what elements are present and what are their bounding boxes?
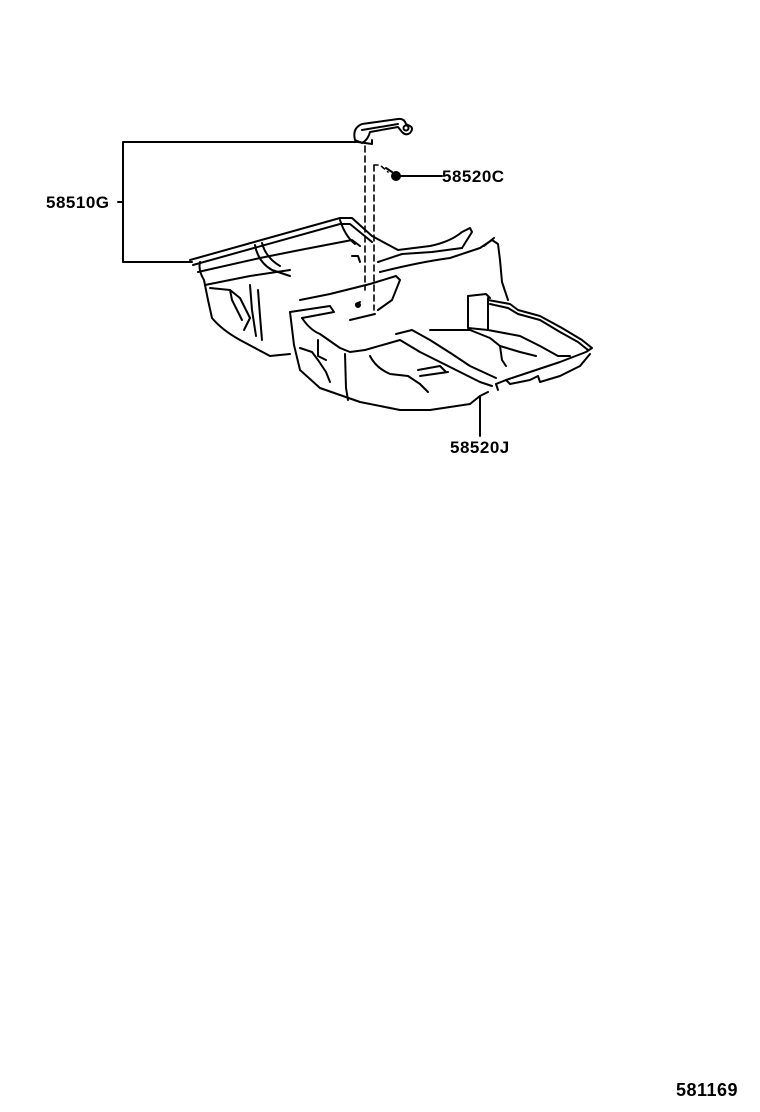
leader-58510G	[118, 142, 360, 262]
part-label-58510G[interactable]: 58510G	[46, 193, 110, 212]
rear-carpet-section	[190, 218, 398, 356]
tunnel-section	[300, 228, 508, 320]
part-label-58520C[interactable]: 58520C	[442, 167, 505, 186]
retainer-clip-drawing	[354, 119, 412, 144]
front-carpet-section	[290, 294, 592, 410]
figure-number: 581169	[676, 1080, 739, 1100]
fastener-drawing	[386, 168, 442, 181]
part-label-58520J[interactable]: 58520J	[450, 438, 510, 457]
